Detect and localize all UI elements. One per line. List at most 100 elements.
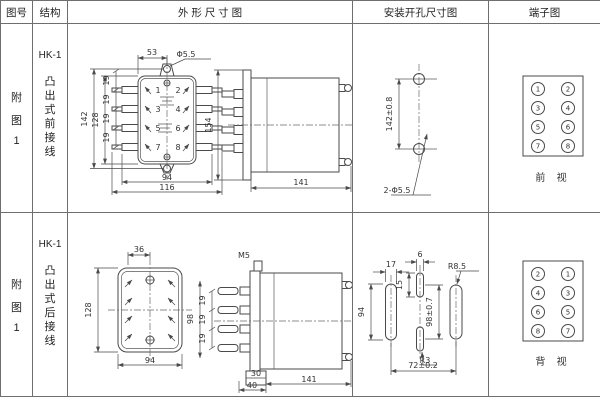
figure-char: 附 [11,92,22,104]
header-mounting-dims: 安装开孔尺寸图 [353,1,489,24]
figure-char: 1 [13,135,20,147]
row1-mounting-cell: 142±0.8 2-Φ5.5 [353,24,489,213]
pin-number: 8 [536,328,540,336]
row2-outline-cell: 36 128 94 M5 [68,213,353,397]
type-char: 前 [44,118,56,130]
pin-number: 6 [536,309,541,317]
hole-diameter-label: Φ5.5 [176,50,195,59]
relay-rear-side-view: M5 98 19 19 19 [186,251,352,393]
type-char: 接 [44,321,56,333]
pin-number: 4 [566,105,571,113]
type-char: 线 [44,146,56,158]
view-label-front: 前 视 [535,171,570,184]
dim-center-height-15: 15 [395,280,404,290]
figure-char: 图 [11,115,22,127]
dim-height-128: 128 [84,302,93,317]
dim-width-116: 116 [159,183,174,192]
model-name: HK-1 [38,239,62,250]
row1-terminal-drawing: 1 2 3 4 5 6 7 8 前 视 [522,75,584,184]
dim-center-width-6: 6 [417,250,422,259]
type-char: 接 [44,132,56,144]
pin-number: 3 [566,290,570,298]
pin-number: 7 [536,143,540,151]
rear-side-pins [217,286,251,353]
row2-figure-label: 附 图 1 [1,213,33,397]
terminal-number: 7 [155,143,160,152]
terminal-number: 4 [175,105,180,114]
structure-type: 凸 出 式 后 接 线 [45,265,56,348]
pin-number: 3 [536,105,540,113]
dim-pitch-19: 19 [102,94,111,104]
header-figure-no: 图号 [1,1,33,24]
dim-slot-width-17: 17 [386,260,396,269]
dim-depth-141: 141 [301,375,316,384]
terminal-number: 5 [155,124,160,133]
type-char: 式 [44,293,56,305]
dim-width-94: 94 [162,173,172,182]
type-char: 线 [44,335,56,347]
type-char: 式 [44,104,56,116]
radius-right-label: R8.5 [448,262,466,271]
relay-front-view: 1 2 3 4 5 6 7 8 53 Φ5.5 142 128 [80,48,223,195]
holes-count-label: 2-Φ5.5 [384,186,411,195]
dim-vertical-98: 98±0.7 [425,297,434,327]
dim-pitch-19: 19 [198,333,207,343]
dim-height-142: 142 [80,111,89,126]
rear-side-studs [341,281,352,361]
dim-top-36: 36 [134,245,144,254]
terminal-pins [531,267,575,338]
pin-number: 7 [566,328,570,336]
row2-mounting-cell: 17 94 6 15 98±0.7 R3 R8.5 72±0.2 [353,213,489,397]
terminal-number: 3 [155,105,160,114]
pin-number: 2 [566,86,570,94]
terminal-number: 6 [175,124,180,133]
terminal-number: 1 [155,86,160,95]
dim-pitch-19: 19 [198,314,207,324]
dim-pitch-19: 19 [102,132,111,142]
row2-mounting-drawing: 17 94 6 15 98±0.7 R3 R8.5 72±0.2 [357,250,479,375]
pin-number: 5 [566,309,570,317]
type-char: 凸 [44,76,56,88]
row1-figure-label: 附 图 1 [1,24,33,213]
figure-char: 1 [13,321,20,334]
pin-number: 2 [536,271,540,279]
relay-side-view: 154 141 [204,69,352,192]
type-char: 出 [44,279,56,291]
model-name: HK-1 [38,50,62,61]
row2-terminal-cell: 2 1 4 3 6 5 8 7 背 视 [489,213,600,397]
dim-height-154: 154 [204,117,213,132]
terminal-pins [531,82,575,153]
header-terminal-diagram: 端子图 [489,1,600,24]
dim-horizontal-72: 72±0.2 [408,361,438,370]
dim-width-94: 94 [145,356,155,365]
dim-pitch-19: 19 [198,295,207,305]
pin-number: 4 [536,290,541,298]
header-structure: 结构 [33,1,68,24]
dim-height-128: 128 [91,112,100,127]
row2-structure-label: HK-1 凸 出 式 后 接 线 [33,213,68,397]
dim-hole-spacing: 142±0.8 [385,97,394,132]
row2-terminal-drawing: 2 1 4 3 6 5 8 7 背 视 [522,260,584,368]
dim-foot-30: 30 [251,369,261,378]
view-label-back: 背 视 [535,355,570,368]
pin-number: 8 [566,143,570,151]
figure-char: 图 [11,301,22,314]
dim-slot-height-94: 94 [357,307,366,317]
terminal-number: 8 [175,143,180,152]
pin-number: 5 [536,124,540,132]
terminal-number: 2 [175,86,180,95]
row2-outline-drawing: 36 128 94 M5 [84,245,352,393]
row1-outline-drawing: 1 2 3 4 5 6 7 8 53 Φ5.5 142 128 [80,48,352,195]
row1-outline-cell: 1 2 3 4 5 6 7 8 53 Φ5.5 142 128 [68,24,353,213]
side-studs [338,84,352,166]
header-outline-dims: 外 形 尺 寸 图 [68,1,353,24]
type-char: 凸 [44,265,56,277]
pin-number: 1 [566,271,570,279]
pin-number: 6 [566,124,571,132]
row1-terminal-cell: 1 2 3 4 5 6 7 8 前 视 [489,24,600,213]
dim-height-98: 98 [186,314,195,324]
pin-number: 1 [536,86,540,94]
dim-depth-141: 141 [293,178,308,187]
